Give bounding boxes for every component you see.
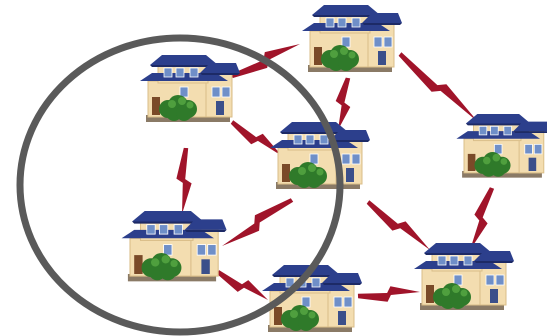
link-bolt-4	[176, 148, 191, 214]
house-top-center	[302, 5, 402, 72]
house-bottom-right	[414, 243, 514, 310]
link-bolt-6	[367, 200, 430, 250]
link-bolt-5	[222, 198, 293, 246]
link-bolt-9	[358, 286, 420, 302]
link-bolt-8	[217, 270, 268, 300]
house-upper-left	[140, 55, 240, 122]
link-bolt-7	[470, 187, 494, 250]
link-bolt-1	[336, 78, 351, 130]
house-right	[456, 114, 547, 178]
link-bolt-3	[231, 120, 282, 156]
link-bolt-2	[399, 52, 478, 122]
house-center	[270, 122, 370, 189]
house-lower-left	[122, 211, 227, 281]
